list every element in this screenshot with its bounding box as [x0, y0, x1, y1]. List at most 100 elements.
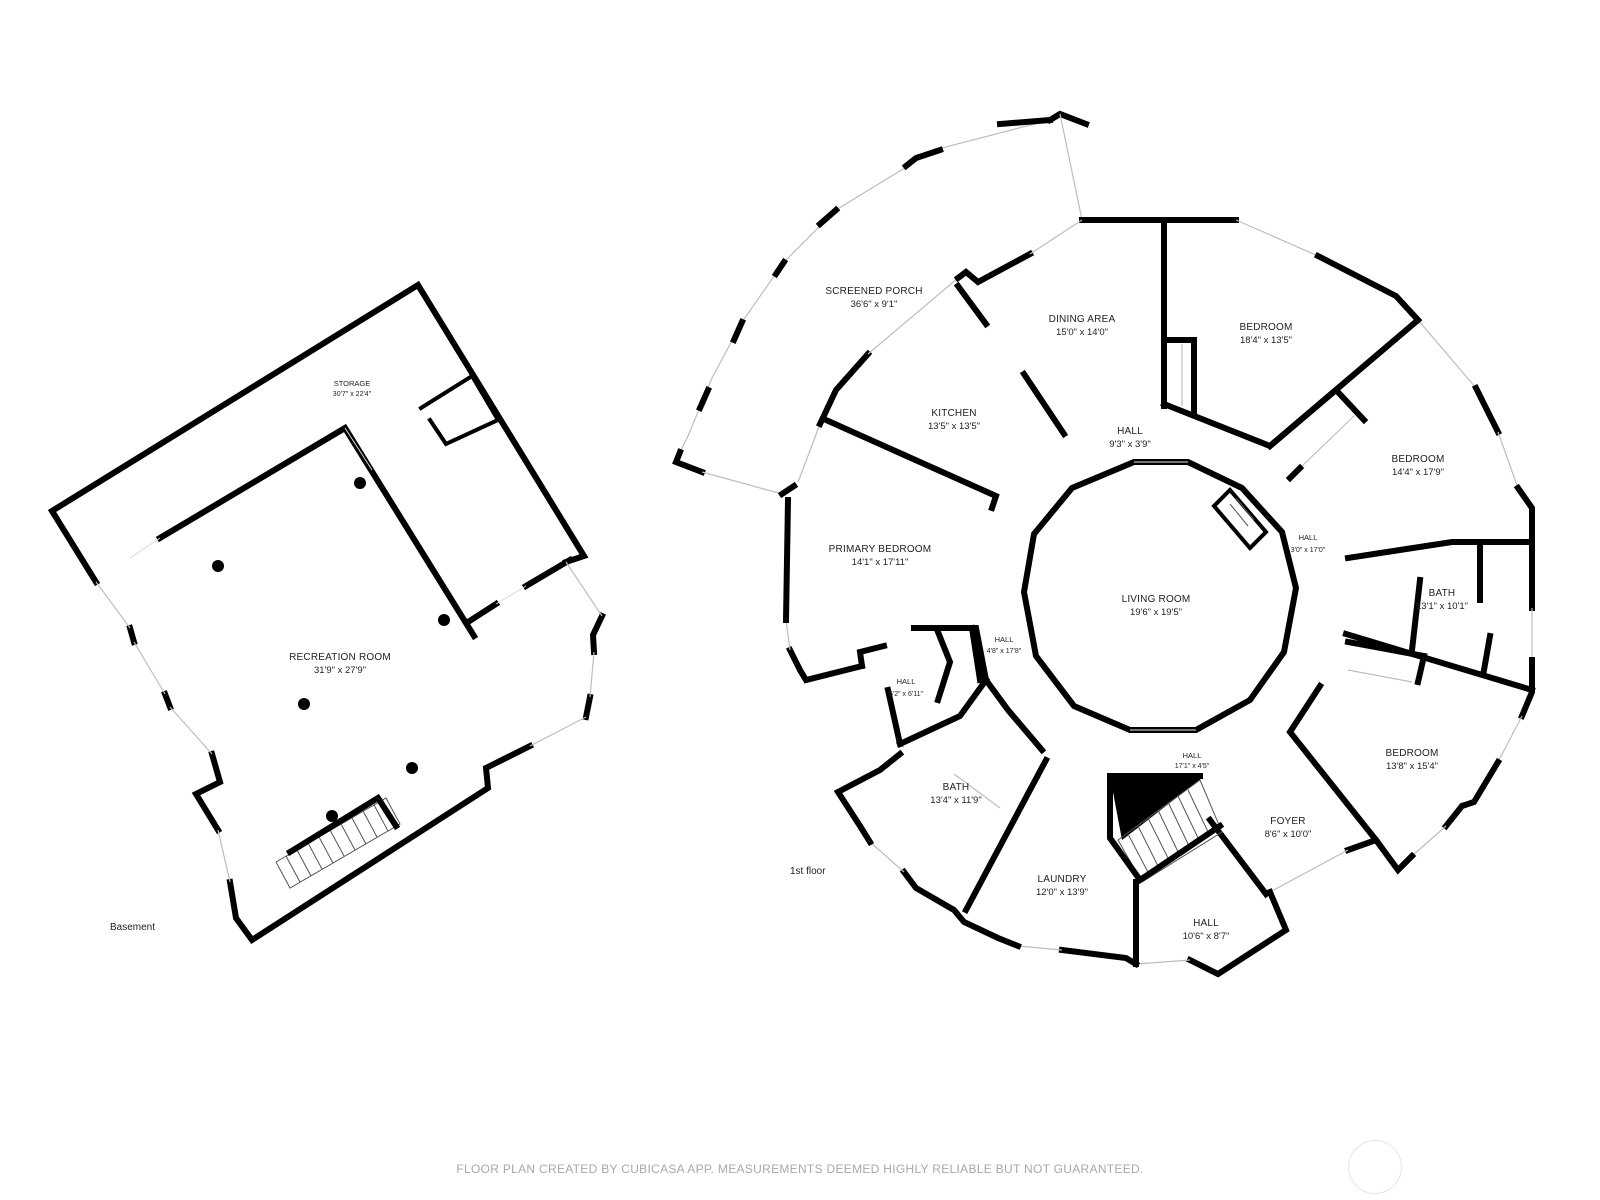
porch-wall-seg: [672, 448, 706, 476]
bedroom-1-dims: 18'4" x 13'5": [1240, 335, 1292, 346]
porch-wall-seg: [771, 257, 789, 279]
kitchen-primary-wall: [822, 416, 1000, 512]
porch-wall-seg: [901, 146, 944, 171]
bath-closet: [1344, 638, 1428, 686]
basement-outer-wall: [47, 280, 589, 587]
porch-wall-segs: [996, 116, 1054, 128]
primary-hall-wall: [911, 625, 990, 684]
outer-wall-se2: [1344, 836, 1417, 875]
first-floor-label: 1st floor: [790, 866, 826, 877]
kitchen-island: [1019, 369, 1069, 439]
first-floor-stairs: [1107, 773, 1225, 885]
window: [1135, 959, 1191, 965]
stair-wall: [285, 793, 401, 857]
hall-entry-name: HALL: [1193, 918, 1219, 929]
bath-right-dims: 13'1" x 10'1": [1416, 601, 1468, 612]
bedroom2-closet: [1265, 385, 1369, 451]
outer-wall-w: [785, 645, 866, 684]
bath-partition: [1408, 576, 1424, 654]
basement-wall-right-bottom: [582, 693, 594, 721]
hall-bottom-name: HALL: [1183, 751, 1202, 760]
screened-porch-dims: 36'6" x 9'1": [851, 299, 898, 310]
basement-opening: [495, 585, 527, 605]
outer-wall-nw2: [953, 249, 1035, 286]
recreation-dims: 31'9" x 27'9": [314, 665, 366, 676]
porch-window-end: [1059, 113, 1083, 221]
dining-area-name: DINING AREA: [1049, 314, 1116, 325]
outer-wall-e2: [1513, 483, 1535, 611]
basement-window: [133, 641, 166, 695]
bath-left-name: BATH: [943, 782, 970, 793]
kitchen-wall: [953, 281, 991, 329]
storage-wall-right2: [521, 555, 575, 591]
bedroom2-bath-wall: [1344, 539, 1535, 562]
basement-opening: [344, 427, 373, 471]
bath-hall-wall: [981, 675, 1047, 755]
bath-laundry-wall: [961, 755, 1051, 915]
bedroom3-wall: [1286, 681, 1381, 845]
hall-left-wall: [968, 624, 984, 684]
foyer-wall: [1205, 815, 1271, 899]
bedroom-closet: [1161, 337, 1197, 417]
bedroom-3-dims: 13'8" x 15'4": [1386, 761, 1438, 772]
disclaimer-text: FLOOR PLAN CREATED BY CUBICASA APP. MEAS…: [456, 1162, 1144, 1176]
dining-area-dims: 15'0" x 14'0": [1056, 327, 1108, 338]
hall-right-dims: 3'0" x 17'0": [1291, 547, 1326, 554]
window: [1411, 825, 1447, 857]
cubicasa-logo-icon: [1348, 1140, 1402, 1194]
window: [1029, 219, 1083, 255]
basement-wall-right-lower: [589, 612, 606, 656]
first-floor-plan: SCREENED PORCH 36'6" x 9'1" DINING AREA …: [672, 110, 1536, 978]
porch-wall-seg: [730, 318, 746, 344]
laundry-dims: 12'0" x 13'9": [1036, 887, 1088, 898]
bath-bedroom3-wall: [1342, 630, 1536, 694]
basement-wall-left-step: [191, 750, 224, 835]
screened-porch-name: SCREENED PORCH: [825, 286, 922, 297]
basement-window: [169, 706, 213, 755]
outer-wall-s: [1185, 888, 1290, 978]
outer-wall-ne: [1313, 251, 1423, 325]
hall-left-dims: 4'8" x 17'8": [987, 648, 1022, 655]
outer-wall-nw: [816, 349, 873, 428]
hall-small-wall2: [884, 686, 904, 748]
window: [785, 619, 791, 651]
hall-bottom-dims: 17'1" x 4'5": [1175, 763, 1210, 770]
hall-small-dims: 5'2" x 6'11": [889, 691, 923, 698]
storage-closet: [418, 373, 501, 447]
window: [797, 423, 821, 483]
outer-wall-se: [1441, 757, 1503, 831]
column: [298, 698, 310, 710]
outer-wall-sw2: [833, 749, 905, 847]
outer-wall-sw: [899, 867, 1022, 950]
bedroom-2-dims: 14'4" x 17'9": [1392, 467, 1444, 478]
basement-stairs: [275, 793, 401, 889]
basement-window: [95, 581, 131, 629]
basement-plan: STORAGE 30'7" x 22'4" RECREATION ROOM 31…: [47, 280, 606, 945]
window: [1497, 715, 1523, 763]
storage-dims: 30'7" x 22'4": [333, 391, 372, 398]
living-room-name: LIVING ROOM: [1122, 594, 1191, 605]
basement-window: [565, 561, 603, 617]
window: [1417, 319, 1477, 389]
recreation-name: RECREATION ROOM: [289, 652, 391, 663]
kitchen-name: KITCHEN: [931, 408, 976, 419]
outer-wall-w3: [777, 481, 799, 499]
column: [406, 762, 418, 774]
window: [1497, 431, 1519, 489]
outer-wall-s2: [1058, 946, 1141, 969]
basement-wall-seg: [126, 624, 138, 646]
basement-window: [217, 829, 231, 883]
bedroom-2-name: BEDROOM: [1391, 454, 1444, 465]
window: [1017, 945, 1063, 951]
bedroom-1-name: BEDROOM: [1239, 322, 1292, 333]
porch-wall-seg: [815, 205, 841, 229]
bath-left-dims: 13'4" x 11'9": [930, 795, 981, 806]
primary-bedroom-dims: 14'1" x 17'11": [852, 557, 909, 568]
column: [438, 614, 450, 626]
basement-wall-seg: [161, 690, 174, 711]
porch-wall-seg: [696, 386, 712, 412]
living-room-dims: 19'6" x 19'5": [1130, 607, 1182, 618]
bedroom-3-name: BEDROOM: [1385, 748, 1438, 759]
window: [869, 841, 905, 873]
